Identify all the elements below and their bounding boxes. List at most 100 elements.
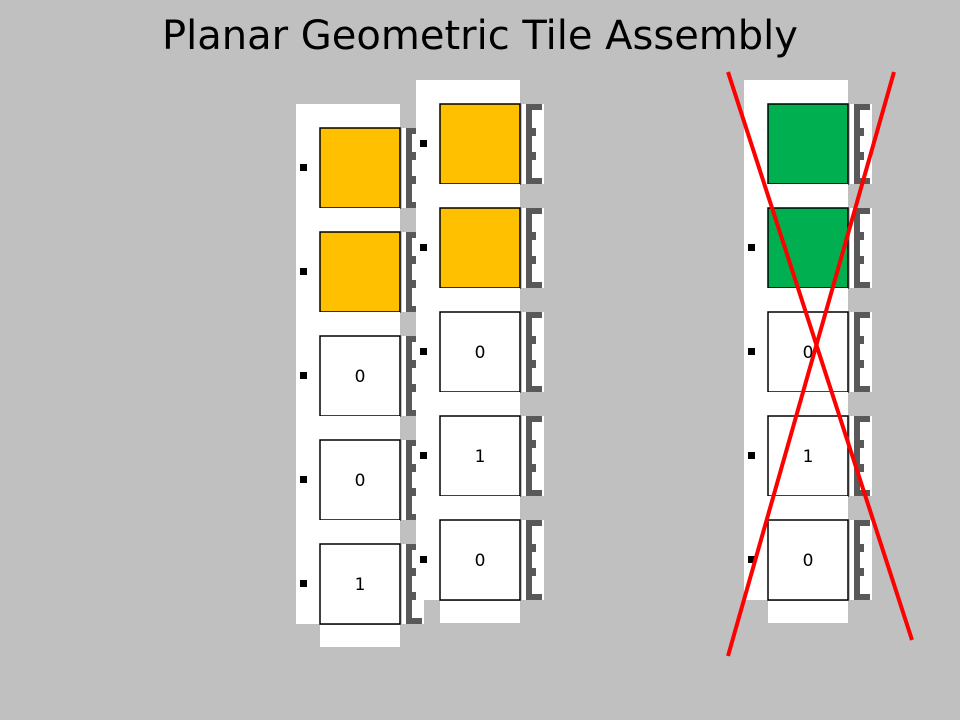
seed-tile — [439, 207, 521, 289]
glue-notch — [748, 244, 755, 251]
glue-bump — [856, 568, 864, 576]
glue-bracket — [854, 104, 870, 184]
tile-left-edge — [296, 128, 320, 208]
glue-bump — [408, 592, 416, 600]
glue-backing — [522, 104, 544, 184]
glue-notch — [420, 140, 427, 147]
tile: 0 — [744, 496, 872, 623]
glue-bump — [856, 128, 864, 136]
glue-backing — [522, 312, 544, 392]
tile-top-edge — [296, 416, 400, 440]
seed-tile — [319, 127, 401, 209]
glue-bracket — [526, 312, 542, 392]
glue-bracket — [854, 208, 870, 288]
glue-notch — [300, 476, 307, 483]
bit-tile — [767, 415, 849, 497]
glue-notch — [748, 348, 755, 355]
glue-bracket — [406, 128, 422, 208]
tile-label: 1 — [803, 447, 814, 467]
glue-notch — [300, 372, 307, 379]
tile-label: 0 — [355, 471, 366, 491]
glue-notch — [300, 268, 307, 275]
glue-backing — [522, 208, 544, 288]
tile-column-right: 010 — [744, 80, 872, 623]
glue-notch — [300, 164, 307, 171]
glue-bump — [528, 544, 536, 552]
tile-left-edge — [296, 544, 320, 624]
tile-label: 1 — [475, 447, 486, 467]
tile-left-edge — [744, 312, 768, 392]
tile-bottom-edge — [320, 625, 400, 647]
tile-label: 1 — [355, 575, 366, 595]
glue-bump — [856, 440, 864, 448]
tile-left-edge — [416, 520, 440, 600]
tile-left-edge — [296, 232, 320, 312]
glue-backing — [850, 520, 872, 600]
glue-bump — [528, 232, 536, 240]
glue-bump — [528, 568, 536, 576]
tile — [416, 80, 544, 207]
tile-top-edge — [744, 496, 848, 520]
tile-left-edge — [296, 336, 320, 416]
bit-tile — [439, 415, 521, 497]
tile-top-edge — [296, 312, 400, 336]
bit-tile — [319, 335, 401, 417]
tile-top-edge — [296, 104, 400, 128]
tile-bottom-edge — [440, 601, 520, 623]
glue-notch — [300, 580, 307, 587]
tile-bottom-edge — [768, 601, 848, 623]
glue-bracket — [406, 336, 422, 416]
bit-tile — [319, 543, 401, 625]
glue-notch — [420, 348, 427, 355]
cross-line — [726, 71, 914, 641]
glue-notch — [748, 556, 755, 563]
glue-bracket — [526, 104, 542, 184]
glue-bracket — [406, 440, 422, 520]
glue-bump — [408, 360, 416, 368]
bit-tile — [439, 519, 521, 601]
glue-bump — [408, 568, 416, 576]
seed-tile — [439, 103, 521, 185]
glue-bump — [528, 440, 536, 448]
glue-bracket — [406, 544, 422, 624]
tile-left-edge — [744, 208, 768, 288]
diagram-title: Planar Geometric Tile Assembly — [162, 13, 798, 59]
bit-tile — [319, 439, 401, 521]
tile-top-edge — [416, 496, 520, 520]
tile-top-edge — [744, 184, 848, 208]
glue-bump — [528, 152, 536, 160]
tile-label: 0 — [355, 367, 366, 387]
glue-bump — [856, 232, 864, 240]
glue-bracket — [526, 416, 542, 496]
glue-bump — [408, 256, 416, 264]
glue-bump — [856, 360, 864, 368]
tile-left-edge — [416, 104, 440, 184]
glue-bump — [408, 280, 416, 288]
glue-bump — [408, 488, 416, 496]
tile-left-edge — [416, 208, 440, 288]
glue-notch — [420, 244, 427, 251]
tile — [416, 184, 544, 311]
invalid-cross — [726, 71, 914, 657]
cross-line — [726, 71, 896, 657]
tile-label: 0 — [803, 551, 814, 571]
bit-tile — [439, 311, 521, 393]
glue-bump — [408, 384, 416, 392]
invalid-tile — [767, 103, 849, 185]
glue-bump — [528, 256, 536, 264]
glue-backing — [850, 312, 872, 392]
tile-label: 0 — [475, 343, 486, 363]
tile-top-edge — [744, 80, 848, 104]
tile-top-edge — [416, 392, 520, 416]
tile-top-edge — [296, 520, 400, 544]
tile: 1 — [296, 520, 424, 647]
glue-bump — [856, 544, 864, 552]
tile-top-edge — [416, 80, 520, 104]
tile-left-edge — [416, 312, 440, 392]
tile-left-edge — [744, 104, 768, 184]
tile-left-edge — [416, 416, 440, 496]
seed-tile — [319, 231, 401, 313]
glue-notch — [420, 556, 427, 563]
glue-bump — [856, 152, 864, 160]
